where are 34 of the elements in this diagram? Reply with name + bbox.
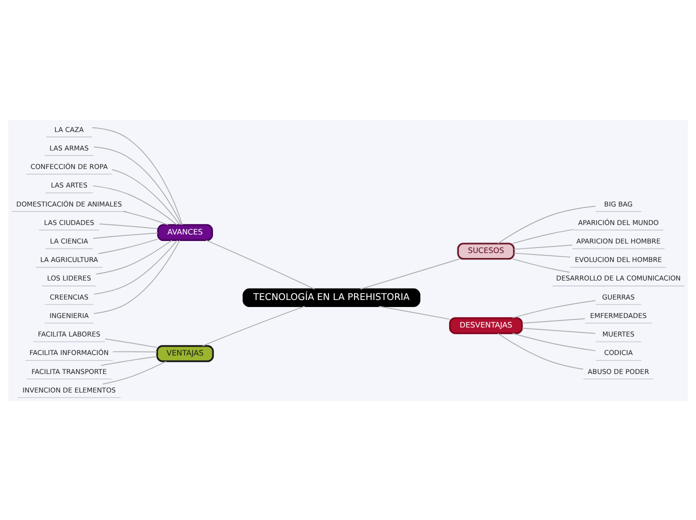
connector xyxy=(96,239,172,274)
node-box: DESVENTAJAS xyxy=(449,316,523,334)
connector xyxy=(522,318,586,324)
connector xyxy=(112,350,158,352)
connector xyxy=(522,327,596,334)
connector xyxy=(512,228,574,244)
connector xyxy=(92,232,158,238)
connector xyxy=(513,244,573,250)
connector xyxy=(100,355,158,366)
connector xyxy=(98,238,158,254)
connector xyxy=(94,146,182,225)
connector xyxy=(512,258,570,272)
connector xyxy=(378,305,450,320)
node-box: SUCESOS xyxy=(457,242,515,260)
connector xyxy=(360,258,460,290)
connector xyxy=(512,332,596,351)
connector xyxy=(93,239,178,294)
connector xyxy=(94,239,180,314)
connector xyxy=(497,205,596,244)
node-box: TECNOLOGÍA EN LA PREHISTORIA xyxy=(242,288,420,307)
connector xyxy=(497,332,584,370)
connector xyxy=(102,360,167,384)
node-box: VENTAJAS xyxy=(156,344,214,362)
connector xyxy=(512,300,596,318)
connector xyxy=(112,168,180,225)
connector xyxy=(202,305,306,346)
connector xyxy=(122,210,169,225)
connector xyxy=(104,338,158,348)
connector xyxy=(92,184,178,225)
node-box: AVANCES xyxy=(157,224,213,241)
connector xyxy=(206,239,315,290)
connector xyxy=(98,223,158,229)
connector xyxy=(92,126,183,225)
connector xyxy=(513,252,571,258)
